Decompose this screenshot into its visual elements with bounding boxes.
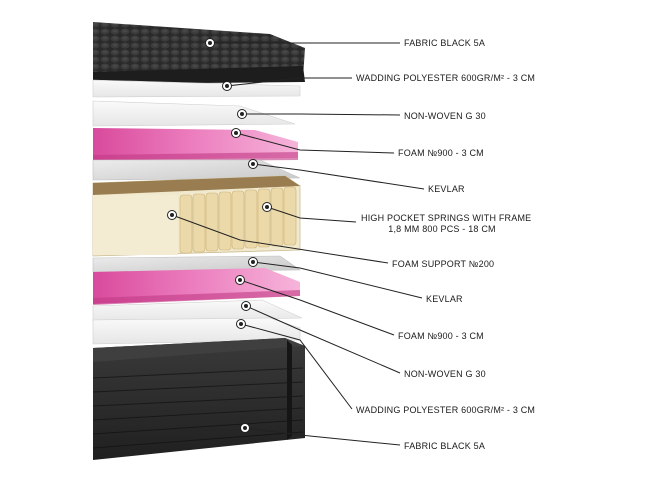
marker-dot-wadding-bottom (239, 322, 243, 326)
label-fabric-bottom: FABRIC BLACK 5A (404, 441, 486, 451)
label-springs: HIGH POCKET SPRINGS WITH FRAME 1,8 MM 80… (361, 213, 532, 235)
leader-line-kevlar-bottom (252, 261, 423, 299)
marker-dot-foam-top (234, 131, 238, 135)
label-foam-support: FOAM SUPPORT №200 (392, 259, 495, 269)
layer-foam-top (93, 128, 298, 162)
marker-dot-foam-bottom (238, 278, 242, 282)
layer-kevlar-bottom (92, 255, 301, 273)
layer-wadding-bottom (92, 317, 301, 345)
marker-dot-fabric-bottom (243, 426, 247, 430)
label-fabric-top: FABRIC BLACK 5A (404, 38, 486, 48)
label-springs-line2: 1,8 MM 800 PCS - 18 CM (388, 224, 496, 234)
marker-dot-fabric-top (208, 41, 212, 45)
label-wadding-bottom: WADDING POLYESTER 600GR/M² - 3 CM (356, 405, 536, 415)
leader-line-nonwoven-top (242, 113, 401, 116)
leader-lines (171, 42, 425, 446)
layer-foam-bottom (93, 268, 300, 305)
leader-line-foam-support (171, 214, 389, 264)
leader-line-foam-bottom (239, 279, 395, 336)
label-nonwoven-top: NON-WOVEN G 30 (404, 111, 486, 121)
layer-nonwoven-top (92, 100, 296, 127)
label-springs-line1: HIGH POCKET SPRINGS WITH FRAME (361, 213, 532, 223)
label-wadding-top: WADDING POLYESTER 600GR/M² - 3 CM (356, 73, 536, 83)
layer-fabric-top (93, 22, 305, 84)
label-foam-top: FOAM №900 - 3 CM (398, 148, 484, 158)
leader-line-nonwoven-bottom (245, 305, 401, 374)
marker-dot-wadding-top (225, 84, 229, 88)
leader-line-wadding-top (226, 77, 352, 87)
leader-line-fabric-bottom (244, 427, 401, 446)
marker-dot-kevlar-top (251, 162, 255, 166)
layer-springs (92, 175, 301, 257)
marker-dot-springs (265, 205, 269, 209)
marker-dot-nonwoven-top (240, 112, 244, 116)
leader-markers (167, 38, 272, 433)
label-kevlar-top: KEVLAR (428, 184, 465, 194)
leader-line-kevlar-top (252, 163, 425, 190)
marker-dot-kevlar-bottom (251, 260, 255, 264)
marker-dot-nonwoven-bottom (244, 304, 248, 308)
label-nonwoven-bottom: NON-WOVEN G 30 (404, 369, 486, 379)
leader-line-foam-top (235, 132, 395, 154)
marker-dot-foam-support (170, 213, 174, 217)
layer-fabric-bottom (92, 338, 305, 460)
leader-line-wadding-bottom (240, 323, 353, 410)
leader-line-springs (266, 206, 357, 223)
label-foam-bottom: FOAM №900 - 3 CM (398, 331, 484, 341)
label-kevlar-bottom: KEVLAR (426, 294, 463, 304)
